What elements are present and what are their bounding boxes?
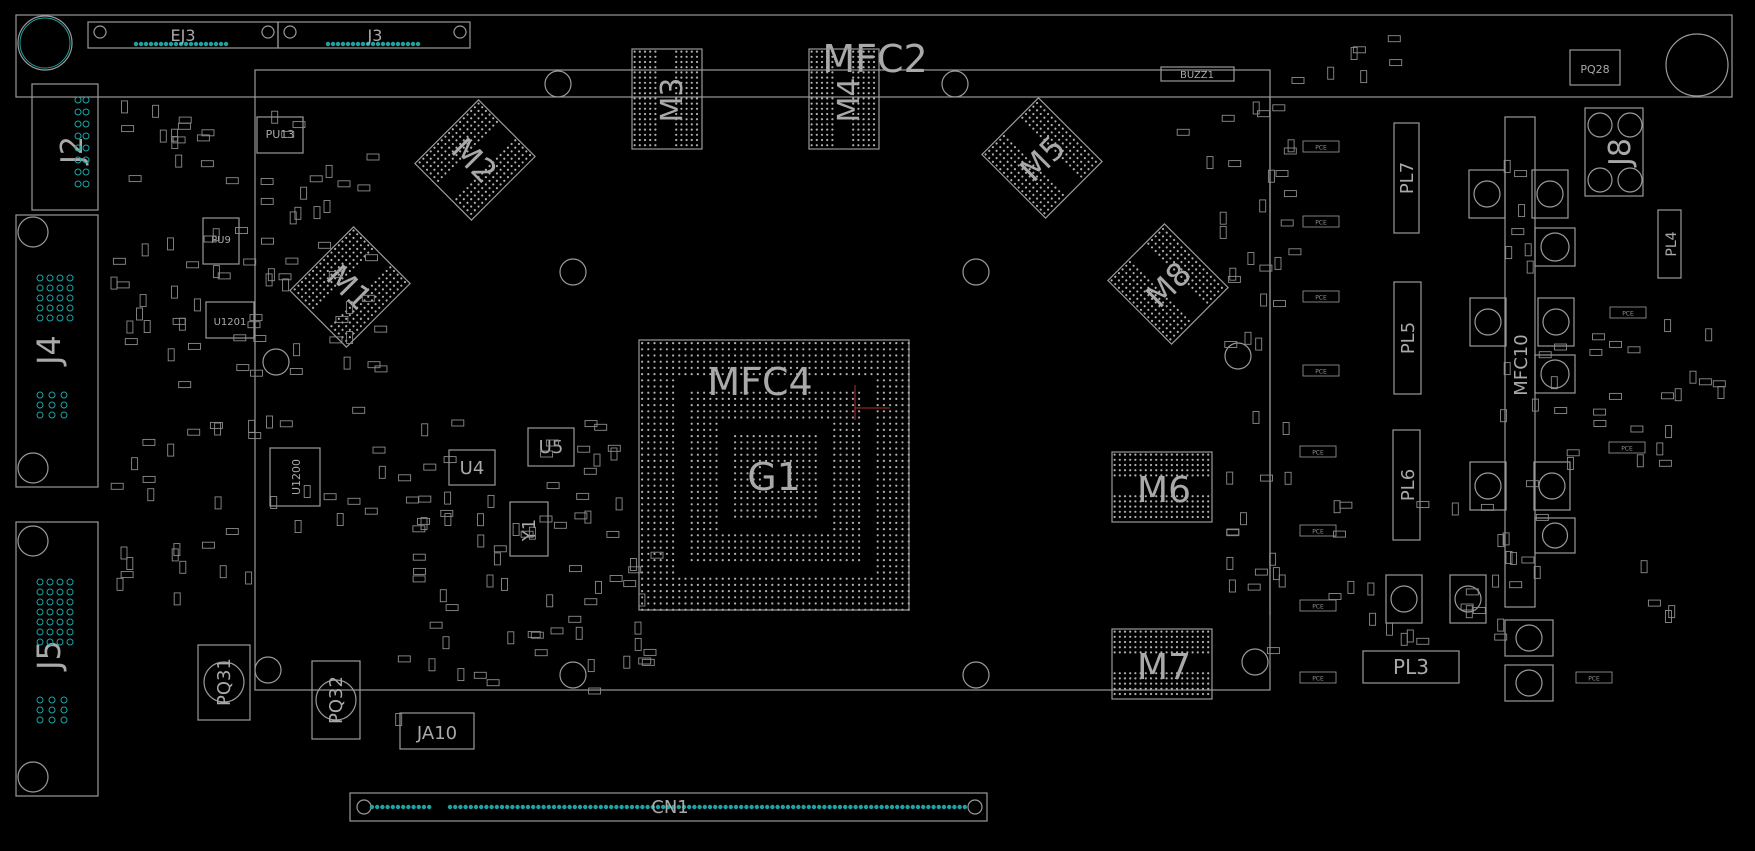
pq32-mosfet (311, 660, 361, 740)
u5-label: U5 (539, 437, 564, 458)
mfc10-label: MFC10 (1511, 334, 1532, 395)
pu9-chip (202, 217, 240, 265)
j3-label: J3 (367, 26, 383, 45)
pq32-label: PQ32 (326, 676, 347, 724)
u1201-label: U1201 (214, 317, 247, 328)
m6-chip (1111, 451, 1213, 523)
svg-text:PCE: PCE (1312, 604, 1324, 611)
j5-connector (15, 521, 99, 797)
mfc2-label: MFC2 (822, 37, 927, 81)
m3-ball-grid (633, 50, 699, 147)
m3-label: M3 (655, 78, 690, 123)
m7-chip (1111, 628, 1213, 700)
cn1-pin-row (369, 804, 967, 810)
u4-chip (448, 449, 496, 486)
pl3-inductor (1362, 650, 1460, 684)
power-mosfet-group (1385, 169, 1576, 702)
u5-chip (527, 427, 575, 467)
pu9-label: PU9 (211, 235, 231, 246)
svg-text:PCE: PCE (1312, 450, 1324, 457)
j8-label: J8 (1603, 138, 1638, 168)
j4-label: J4 (30, 335, 68, 367)
m5-label: M5 (1012, 128, 1073, 189)
pl6-inductor (1392, 429, 1421, 541)
u4-label: U4 (460, 458, 485, 479)
m7-ball-grid (1113, 630, 1210, 696)
m5-chip (981, 97, 1103, 219)
j8-connector (1584, 107, 1644, 197)
j5-pin-grid (36, 578, 74, 724)
g1-label: G1 (747, 455, 801, 499)
svg-text:PCE: PCE (1621, 446, 1633, 453)
pl5-inductor (1393, 281, 1422, 395)
j4-pin-grid (36, 274, 74, 419)
buzz1-label: BUZZ1 (1180, 70, 1214, 81)
j5-label: J5 (30, 640, 68, 672)
svg-text:PCE: PCE (1315, 369, 1327, 376)
m2-label: M2 (444, 130, 505, 191)
svg-text:PCE: PCE (1315, 220, 1327, 227)
svg-text:PCE: PCE (1315, 145, 1327, 152)
smd-component-field (110, 35, 1726, 726)
svg-text:PCE: PCE (1312, 676, 1324, 683)
pl4-label: PL4 (1664, 231, 1680, 256)
buzz1-buzzer (1160, 66, 1235, 82)
mounting-holes (17, 15, 1729, 689)
cn1-label: CN1 (651, 797, 689, 818)
g1-processor (638, 339, 910, 611)
m8-label: M8 (1138, 254, 1199, 315)
svg-text:PCE: PCE (1588, 676, 1600, 683)
ja10-jack (399, 712, 475, 750)
pq28-mosfet (1569, 49, 1621, 86)
pl5-label: PL5 (1398, 322, 1419, 354)
m4-chip (808, 48, 880, 150)
j3-pin-row (325, 41, 421, 47)
m4-label: M4 (832, 78, 867, 123)
svg-text:PCE: PCE (1312, 529, 1324, 536)
pl7-label: PL7 (1397, 162, 1418, 194)
ej3-pin-row (133, 41, 229, 47)
m7-label: M7 (1137, 647, 1191, 688)
j2-connector (31, 83, 99, 211)
svg-text:PCE: PCE (1622, 311, 1634, 318)
pu13-label: PU13 (266, 128, 295, 141)
j4-connector (15, 214, 99, 488)
ej3-label: EJ3 (170, 26, 195, 45)
g1-ball-grid (641, 342, 910, 611)
u1200-label: U1200 (290, 459, 303, 495)
pl4-inductor (1657, 209, 1682, 279)
m3-chip (631, 48, 703, 150)
ja10-label: JA10 (416, 723, 457, 744)
svg-text:PCE: PCE (1315, 295, 1327, 302)
j2-label: J2 (55, 136, 90, 166)
m8-chip (1107, 223, 1229, 345)
j3-connector (277, 21, 471, 49)
m4-ball-grid (810, 50, 876, 147)
pq31-mosfet (197, 644, 251, 721)
j2-pin-grid (74, 96, 90, 188)
m6-ball-grid (1113, 453, 1210, 519)
m2-chip (414, 99, 536, 221)
pce-capacitor-group: PCE PCE PCE PCE PCE PCE PCE PCE PCE PCE PCE (1299, 140, 1647, 684)
pl6-label: PL6 (1398, 469, 1419, 501)
pl7-inductor (1393, 122, 1420, 234)
y1-crystal (509, 501, 549, 557)
u1200-chip (269, 447, 321, 507)
top-board-strip (15, 14, 1733, 98)
mfc4-label: MFC4 (707, 360, 812, 404)
m6-label: M6 (1137, 470, 1191, 511)
pq31-label: PQ31 (214, 658, 235, 706)
pl3-label: PL3 (1393, 655, 1429, 679)
cn1-connector (349, 792, 988, 822)
pu13-chip (256, 116, 304, 154)
u1201-chip (205, 301, 255, 339)
m1-label: M1 (319, 257, 380, 318)
pq28-label: PQ28 (1580, 63, 1609, 76)
